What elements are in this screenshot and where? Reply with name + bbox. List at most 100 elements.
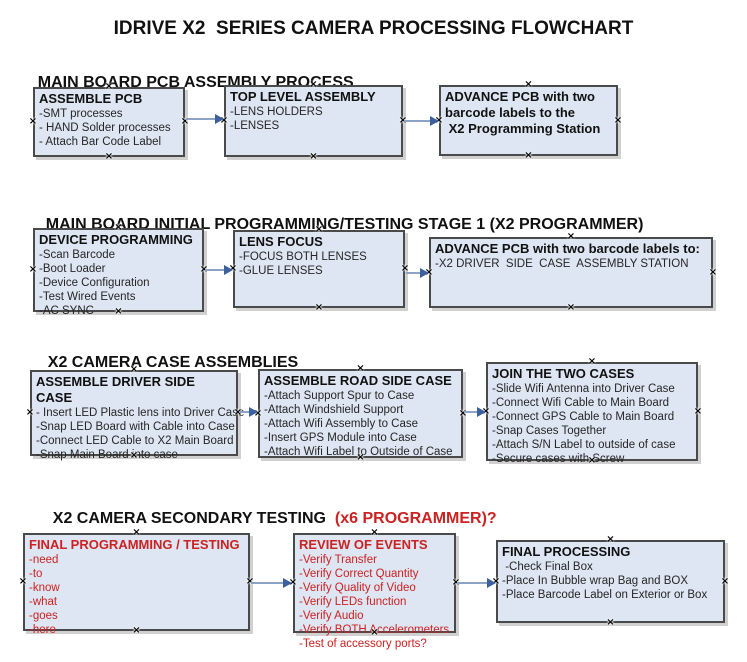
box-title: ASSEMBLE ROAD SIDE CASE (264, 373, 452, 388)
box-item: -Insert GPS Module into Case (264, 432, 417, 444)
box-title: ADVANCE PCB with two barcode labels to t… (445, 89, 601, 136)
connection-point-icon: × (693, 405, 703, 417)
box-item: - Insert LED Plastic lens into Driver Ca… (36, 407, 245, 419)
box-item: -Test of accessory ports? (299, 638, 427, 650)
box-item: -know (29, 582, 60, 594)
flow-box-review-of-events[interactable]: REVIEW OF EVENTS -Verify Transfer -Verif… (289, 528, 460, 651)
box-item: -Attach Wifi Label to Outside of Case (264, 446, 453, 458)
connector-arrow[interactable] (239, 407, 258, 417)
connector-line (457, 582, 490, 584)
connector-line (464, 411, 480, 413)
box-item: -Test Wired Events (39, 291, 136, 303)
connector-arrow[interactable] (205, 265, 233, 275)
connection-point-icon: × (708, 266, 718, 278)
box-item: -X2 DRIVER SIDE CASE ASSEMBLY STATION (435, 258, 689, 270)
flow-box-advance-pcb-driver-side-station[interactable]: ADVANCE PCB with two barcode labels to: … (425, 232, 717, 313)
box-item: -Secure cases with Screw (492, 453, 625, 465)
box-item: -Verify BOTH Accelerometers (299, 624, 450, 636)
connection-point-icon: × (314, 302, 324, 313)
box-item: -to (29, 568, 43, 580)
box-item: -Verify LEDs function (299, 596, 407, 608)
connector-line (239, 411, 252, 413)
connection-point-icon: × (28, 264, 38, 275)
connector-arrow[interactable] (406, 268, 429, 278)
arrowhead-icon (420, 268, 429, 278)
arrowhead-icon (487, 578, 496, 588)
arrowhead-icon (430, 116, 439, 126)
section-heading-case-assemblies: X2 CAMERA CASE ASSEMBLIES (30, 336, 298, 390)
box-item: -GLUE LENSES (239, 265, 323, 277)
flow-box-final-programming-testing[interactable]: FINAL PROGRAMMING / TESTING -need -to -k… (19, 528, 254, 637)
box-item: -Connect Wifi Cable to Main Board (492, 397, 670, 409)
box-title: ASSEMBLE PCB (39, 91, 143, 106)
box-title: ADVANCE PCB with two barcode labels to: (435, 241, 700, 256)
flow-box-assemble-road-side-case[interactable]: ASSEMBLE ROAD SIDE CASE -Attach Support … (254, 364, 467, 463)
box-item: -LENS HOLDERS (230, 106, 323, 118)
box-title: ASSEMBLE DRIVER SIDE CASE (36, 374, 199, 405)
flow-box-advance-pcb-programming-station[interactable]: ADVANCE PCB with two barcode labels to t… (435, 80, 622, 161)
chart-title: IDRIVE X2 SERIES CAMERA PROCESSING FLOWC… (113, 18, 634, 39)
box-item: -LENSES (230, 120, 280, 132)
box-item: -Verify Correct Quantity (299, 568, 419, 580)
connector-arrow[interactable] (404, 116, 439, 126)
connection-point-icon: × (606, 617, 615, 628)
arrowhead-icon (249, 407, 258, 417)
connection-point-icon: × (613, 114, 623, 126)
box-item: -Device Configuration (39, 277, 150, 289)
box-title: JOIN THE TWO CASES (492, 366, 635, 381)
section-heading-secondary-testing: X2 CAMERA SECONDARY TESTING (x6 PROGRAMM… (35, 492, 497, 546)
box-item: -Attach Support Spur to Case (264, 390, 415, 402)
section-heading-text: X2 CAMERA CASE ASSEMBLIES (47, 354, 299, 371)
connection-point-icon: × (309, 151, 318, 162)
box-item: -Connect GPS Cable to Main Board (492, 411, 675, 423)
connection-point-icon: × (566, 302, 576, 313)
connector-line (404, 120, 433, 122)
flow-box-device-programming[interactable]: DEVICE PROGRAMMING -Scan Barcode -Boot L… (29, 223, 208, 318)
connector-line (186, 118, 218, 120)
box-item: -Place In Bubble wrap Bag and BOX (502, 575, 689, 587)
box-item: -Verify Audio (299, 610, 364, 622)
flow-box-top-level-assembly[interactable]: TOP LEVEL ASSEMBLY -LENS HOLDERS -LENSES… (220, 80, 407, 162)
arrowhead-icon (215, 114, 224, 124)
section-heading-red-text: (x6 PROGRAMMER)? (334, 510, 497, 527)
box-item: -Attach Windshield Support (264, 404, 404, 416)
connection-point-icon: × (28, 116, 38, 127)
connection-point-icon: × (720, 575, 730, 587)
arrowhead-icon (283, 578, 292, 588)
box-item: -Place Barcode Label on Exterior or Box (502, 589, 708, 601)
box-item: -need (29, 554, 59, 566)
box-title: LENS FOCUS (239, 234, 323, 249)
box-item: -Attach S/N Label to outside of case (492, 439, 676, 451)
flow-box-lens-focus[interactable]: LENS FOCUS -FOCUS BOTH LENSES -GLUE LENS… (229, 225, 409, 313)
connection-point-icon: × (524, 150, 533, 161)
box-item: -Verify Quality of Video (299, 582, 416, 594)
box-item: - Attach Bar Code Label (39, 136, 162, 148)
flow-box-final-processing[interactable]: FINAL PROCESSING -Check Final Box -Place… (492, 535, 729, 628)
box-title: DEVICE PROGRAMMING (39, 232, 193, 247)
section-heading-text: X2 CAMERA SECONDARY TESTING (52, 510, 335, 527)
box-item: -Snap Main Board into case (36, 449, 178, 461)
box-item: - HAND Solder processes (39, 122, 171, 134)
connector-arrow[interactable] (457, 578, 496, 588)
connector-line (205, 269, 227, 271)
box-item: -Check Final Box (502, 561, 593, 573)
flow-box-assemble-driver-side-case[interactable]: ASSEMBLE DRIVER SIDE CASE - Insert LED P… (26, 365, 245, 462)
connection-point-icon: × (25, 407, 35, 418)
arrowhead-icon (477, 407, 486, 417)
box-item: -Attach Wifi Assembly to Case (264, 418, 419, 430)
box-title: REVIEW OF EVENTS (299, 537, 428, 552)
box-item: -Connect LED Cable to X2 Main Board (36, 435, 234, 447)
box-item: -Slide Wifi Antenna into Driver Case (492, 383, 675, 395)
connector-arrow[interactable] (186, 114, 224, 124)
box-item: -Snap Cases Together (492, 425, 607, 437)
box-item: -Boot Loader (39, 263, 106, 275)
box-title: FINAL PROGRAMMING / TESTING (29, 537, 240, 552)
flow-box-join-the-two-cases[interactable]: JOIN THE TWO CASES -Slide Wifi Antenna i… (482, 357, 702, 466)
flow-box-assemble-pcb[interactable]: ASSEMBLE PCB -SMT processes - HAND Solde… (29, 82, 189, 162)
connection-point-icon: × (104, 151, 114, 162)
connector-arrow[interactable] (464, 407, 486, 417)
box-item: -Scan Barcode (39, 249, 116, 261)
connector-arrow[interactable] (251, 578, 292, 588)
box-item: -SMT processes (39, 108, 123, 120)
box-item: -FOCUS BOTH LENSES (239, 251, 367, 263)
